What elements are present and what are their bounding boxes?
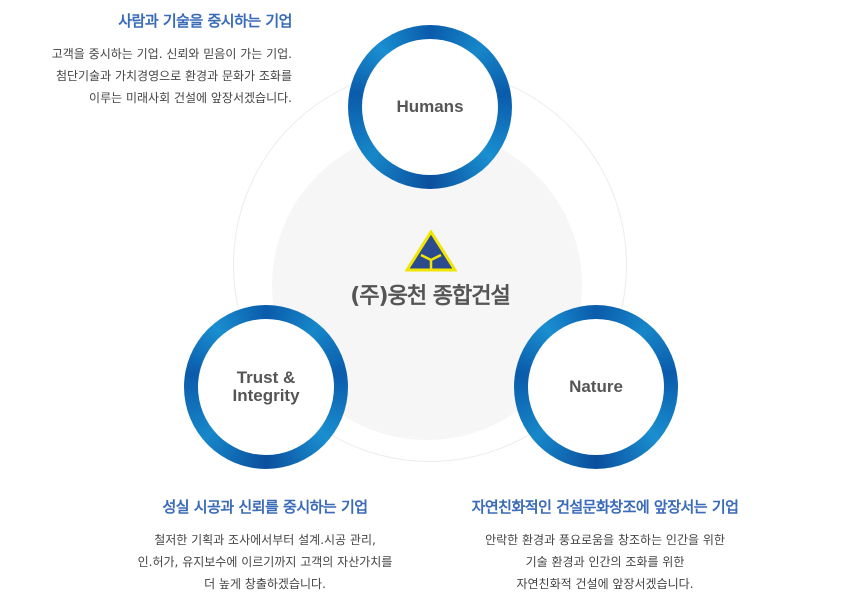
- company-name: (주)웅천 종합건설: [350, 284, 510, 309]
- value-desc-line: 안락한 환경과 풍요로움을 창조하는 인간을 위한: [485, 533, 725, 547]
- value-desc-line: 자연친화적 건설에 앞장서겠습니다.: [516, 577, 694, 591]
- value-circle-trust: Trust & Integrity: [184, 305, 348, 469]
- circle-label: Humans: [396, 97, 464, 116]
- company-logo-icon: [405, 230, 457, 272]
- value-desc-line: 더 높게 창출하겠습니다.: [204, 577, 326, 591]
- value-title: 성실 시공과 신뢰를 중시하는 기업: [162, 498, 368, 516]
- value-block-humans: 사람과 기술을 중시하는 기업 고객을 중시하는 기업. 신뢰와 믿음이 가는 …: [0, 10, 293, 109]
- value-desc-line: 이루는 미래사회 건설에 앞장서겠습니다.: [89, 91, 292, 105]
- circle-label: Trust & Integrity: [232, 368, 300, 405]
- value-title: 자연친화적인 건설문화창조에 앞장서는 기업: [471, 498, 739, 516]
- value-desc-line: 인.허가, 유지보수에 이르기까지 고객의 자산가치를: [137, 555, 393, 569]
- value-block-nature: 자연친화적인 건설문화창조에 앞장서는 기업 안락한 환경과 풍요로움을 창조하…: [430, 496, 780, 595]
- value-desc-line: 기술 환경과 인간의 조화를 위한: [525, 555, 685, 569]
- value-desc-line: 고객을 중시하는 기업. 신뢰와 믿음이 가는 기업.: [51, 47, 292, 61]
- value-title: 사람과 기술을 중시하는 기업: [118, 12, 292, 30]
- value-desc-line: 철저한 기획과 조사에서부터 설계.시공 관리,: [154, 533, 376, 547]
- value-circle-humans: Humans: [348, 25, 512, 189]
- value-block-trust: 성실 시공과 신뢰를 중시하는 기업 철저한 기획과 조사에서부터 설계.시공 …: [100, 496, 430, 595]
- value-circle-nature: Nature: [514, 305, 678, 469]
- circle-label: Nature: [569, 377, 623, 396]
- value-desc-line: 첨단기술과 가치경영으로 환경과 문화가 조화를: [55, 69, 292, 83]
